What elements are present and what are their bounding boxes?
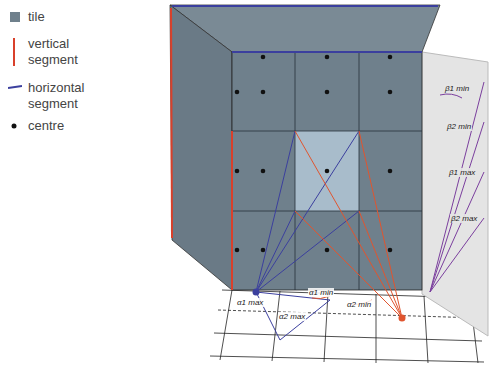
angle-label: β2 max [450, 214, 478, 223]
angle-label: α2 max [278, 312, 306, 321]
tile-grid [232, 52, 422, 290]
blue-observer [253, 289, 260, 296]
highlighted-tile [295, 131, 359, 211]
legend-text: centre [28, 118, 108, 134]
right-wall [422, 52, 488, 336]
angle-label: β2 min [446, 122, 472, 131]
front-face [232, 52, 422, 290]
legend-text: horizontal segment [28, 80, 108, 112]
angle-label: α2 min [346, 300, 372, 309]
angle-label: α1 max [236, 298, 264, 307]
centres [235, 55, 393, 253]
legend-text: tile [28, 9, 108, 25]
legend-sample [8, 118, 22, 134]
red-sight-lines [295, 131, 402, 318]
red-observer [399, 315, 406, 322]
legend-sample [8, 36, 22, 68]
legend-sample [8, 80, 22, 112]
legend-text: vertical segment [28, 36, 108, 68]
angle-label: β1 max [448, 168, 476, 177]
left-face [170, 5, 232, 290]
beta-angle-lines [430, 82, 484, 292]
angle-label: β1 min [444, 84, 470, 93]
blue-sight-lines [256, 131, 359, 340]
legend-swatch [10, 12, 20, 22]
angle-label: α1 min [308, 288, 334, 297]
